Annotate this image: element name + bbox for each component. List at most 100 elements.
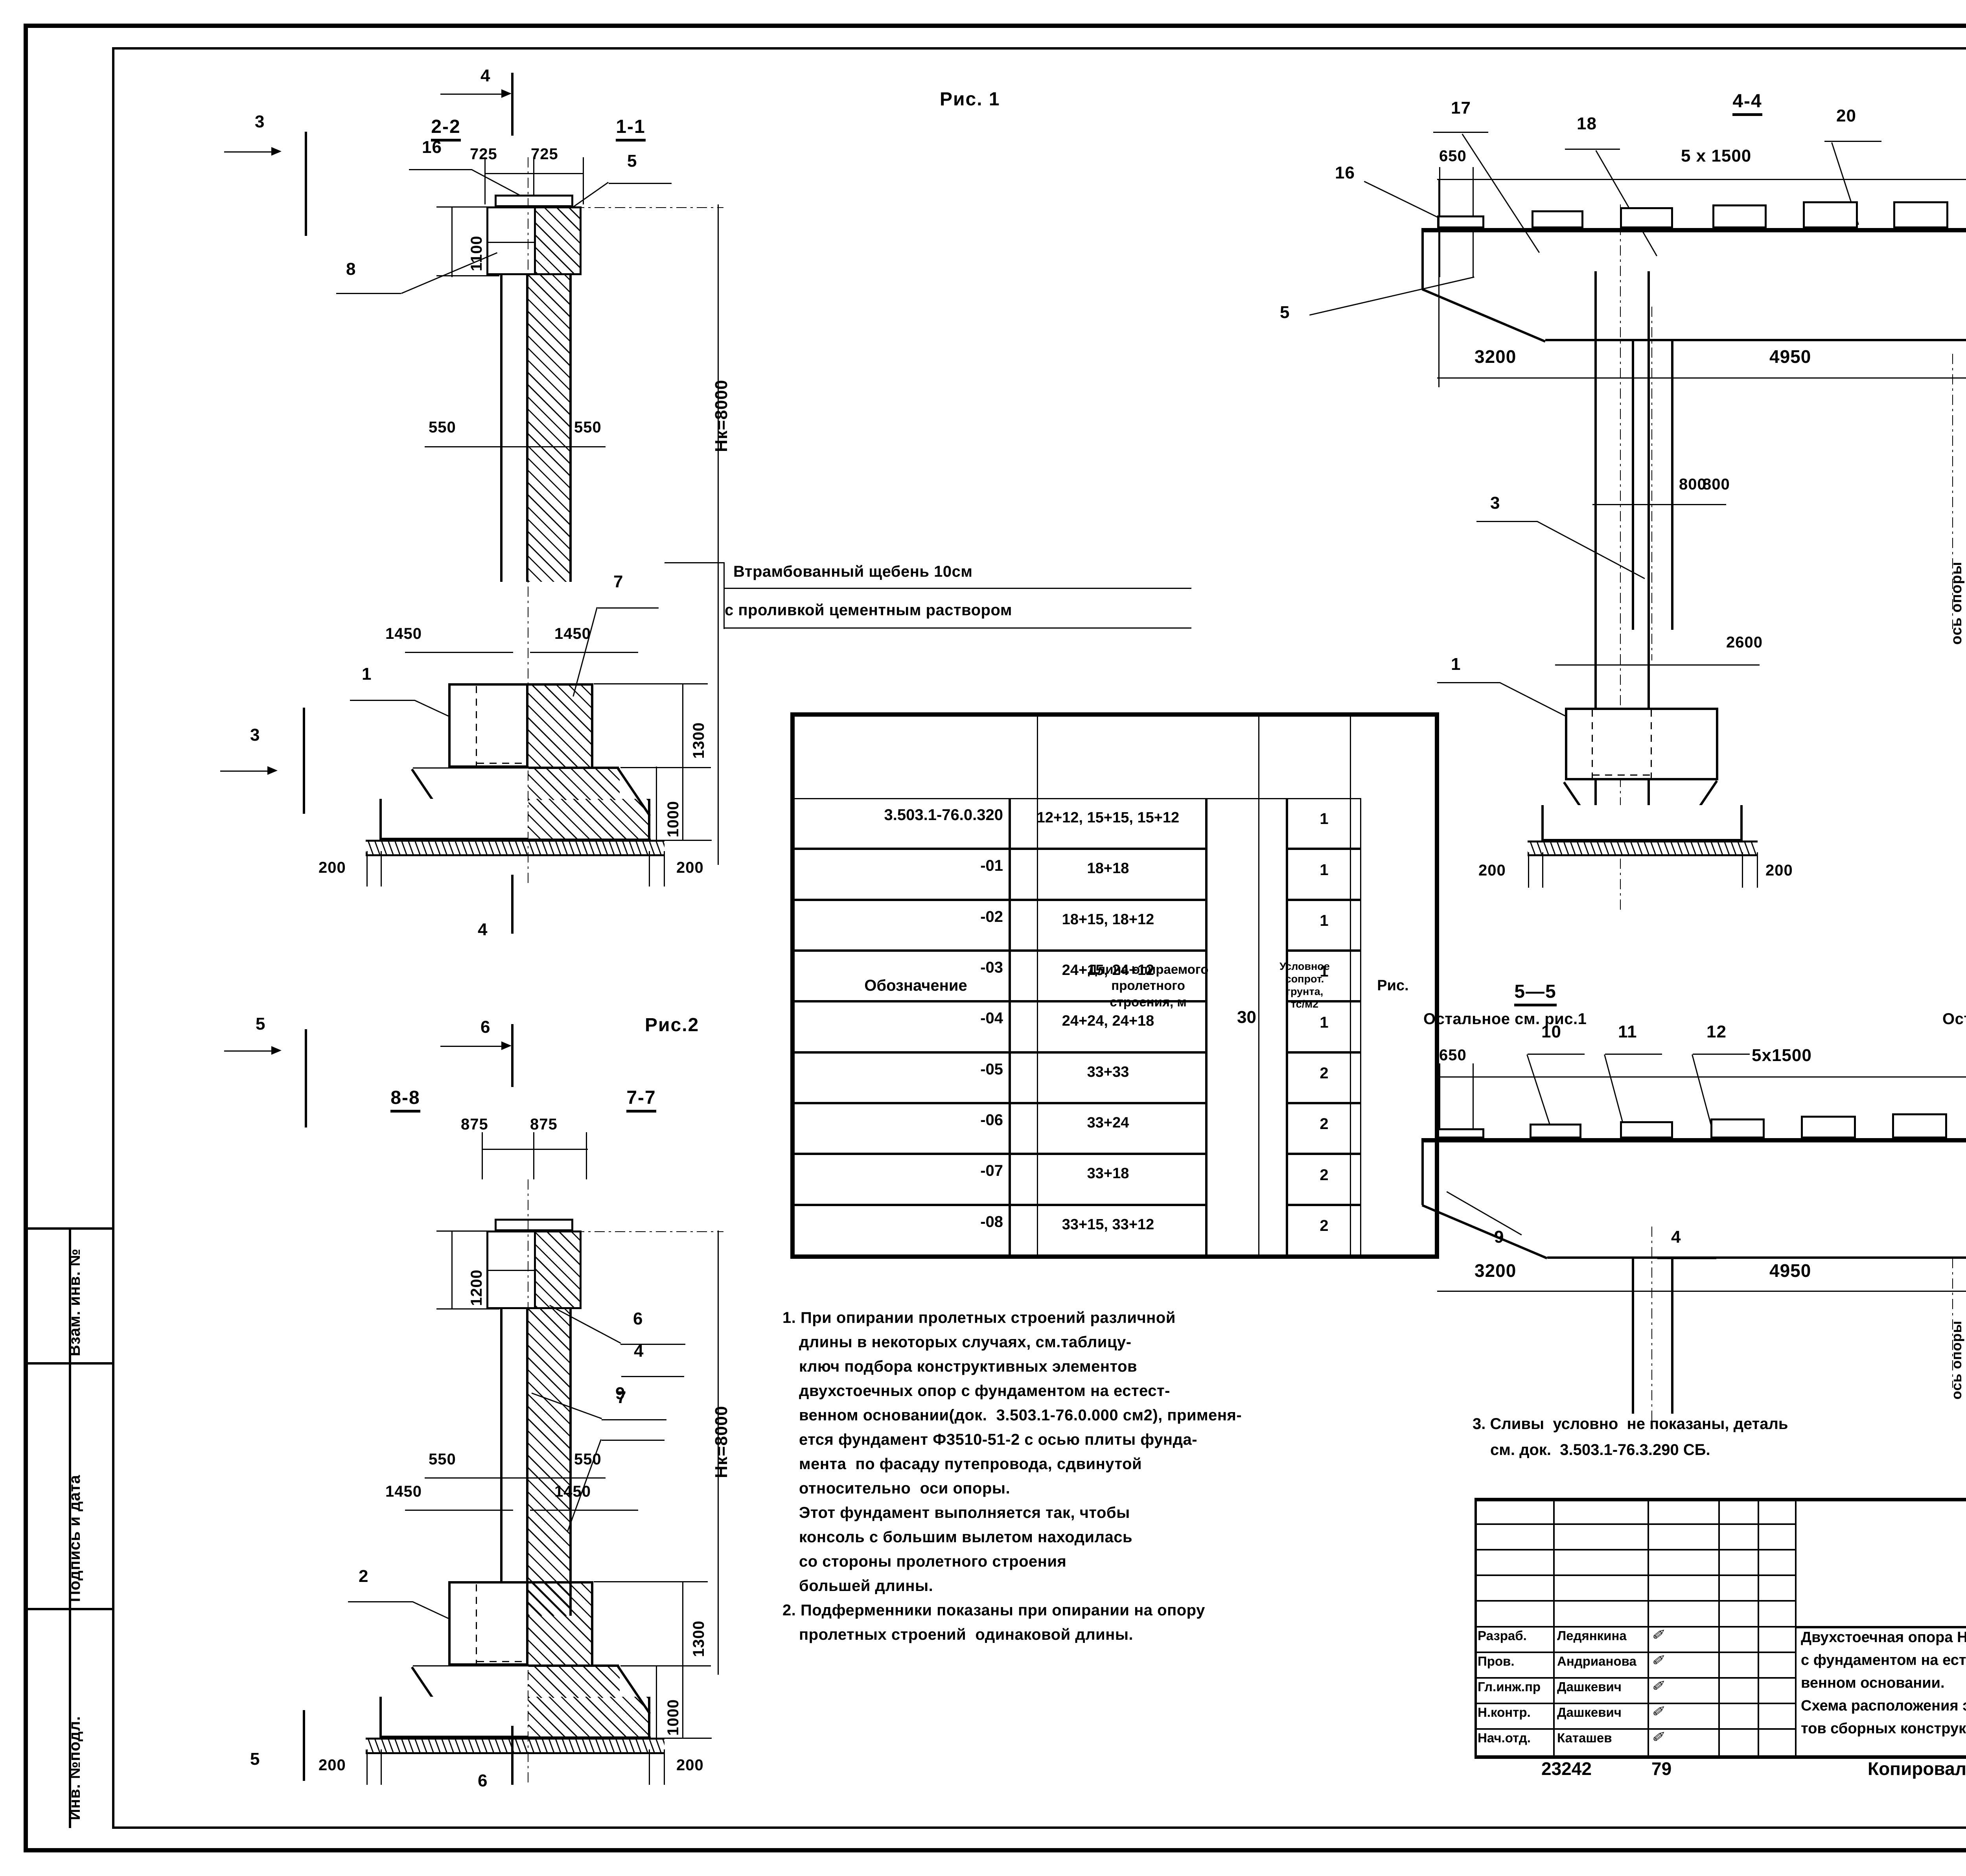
titleblock-rule	[1474, 1677, 1795, 1679]
table-cell-figure-text: 1	[1320, 861, 1329, 879]
table-cell-figure: 2	[1287, 1205, 1361, 1256]
dim-1000-fig2: 1000	[665, 1699, 682, 1736]
fig2-pedestal-dash-b	[477, 1661, 528, 1662]
sec55-pier-axis-label: ось опоры	[1948, 1320, 1964, 1400]
note-line: 2. Подферменники показаны при опирании н…	[782, 1602, 1205, 1619]
titleblock-rule	[1474, 1755, 1966, 1759]
callout-3-mid-shelf	[1476, 521, 1537, 522]
table-cell-designation: -03	[793, 951, 1010, 1002]
mid-pedestal-dash-c	[1592, 774, 1651, 776]
dim-200-mid-ext-a	[1528, 852, 1529, 888]
titleblock-rule	[1474, 1549, 1795, 1550]
callout-4-fig2: 4	[634, 1341, 644, 1361]
note-line: относительно оси опоры.	[799, 1480, 1011, 1497]
fig1-pedestal-left	[448, 683, 527, 768]
callout-18: 18	[1577, 114, 1597, 133]
callout-10-shelf	[1528, 1054, 1585, 1055]
dim-550-b: 550	[574, 419, 602, 436]
callout-7-fig1-shelf	[598, 607, 659, 609]
dim-1300-ext-top	[594, 683, 708, 684]
table-cell-soil-resistance: 30	[1206, 798, 1287, 1256]
mid-column-left	[1594, 271, 1597, 833]
titleblock-year: 79	[1651, 1758, 1672, 1779]
table-cell-figure-text: 1	[1320, 912, 1329, 930]
table-cell-designation-text: -02	[980, 908, 1003, 925]
titleblock-signature: ✐	[1651, 1627, 1664, 1643]
fig1-pedestal-hatch	[528, 683, 591, 768]
callout-5-sec44-leader	[1309, 276, 1474, 316]
section-mark-6-top: 6	[480, 1017, 491, 1037]
sec55-col1-left	[1632, 1256, 1634, 1414]
dim-875-ext-a	[482, 1132, 483, 1179]
dim-200-a-fig2: 200	[318, 1756, 346, 1774]
fig2-column-left-edge	[500, 1309, 503, 1616]
dim-875-a: 875	[461, 1116, 488, 1133]
dim-200-ext-b	[381, 851, 382, 887]
mark6t-flag	[511, 1024, 514, 1087]
sec44-pier-axis-line	[1952, 354, 1953, 629]
dim-550-a-fig2: 550	[429, 1451, 456, 1468]
table-cell-figure: 1	[1287, 849, 1361, 900]
dim-200-b-fig1: 200	[676, 859, 704, 876]
callout-9-fig2: 9	[615, 1384, 626, 1403]
fig2-pedestal-top	[528, 1581, 593, 1584]
sec55-beam-top-left	[1421, 1138, 1966, 1142]
mark3u-flag	[305, 132, 307, 236]
frame-bottom	[24, 1848, 1966, 1852]
mark3u-arrow-line	[224, 151, 279, 153]
th-soil-l3: грунта,	[1286, 986, 1324, 997]
dim-1000-fig1: 1000	[665, 801, 682, 837]
th-span-length: Длина опираемого пролетного строения, м	[1037, 715, 1260, 1256]
dim-4950-a-sec55: 4950	[1769, 1260, 1811, 1281]
th-span-l2: пролетного	[1111, 978, 1185, 993]
titleblock-role: Разраб.	[1478, 1628, 1527, 1643]
table-cell-span: 33+33	[1010, 1052, 1206, 1103]
titleblock-role: Нач.отд.	[1478, 1731, 1531, 1745]
table-cell-figure-text: 2	[1320, 1166, 1329, 1184]
titleblock-rule	[1474, 1574, 1795, 1576]
fig1-footing-base-right	[648, 799, 650, 840]
callout-8-leader	[401, 252, 498, 294]
callout-7-fig2: 7	[617, 1388, 627, 1407]
mark6b-flag	[511, 1726, 514, 1785]
titleblock-title-line: Двухстоечная опора Нк=8,0м	[1801, 1629, 1966, 1646]
mark6t-arrowhead	[501, 1041, 512, 1050]
callout-3-mid: 3	[1490, 493, 1500, 513]
callout-16-shelf	[409, 169, 472, 170]
sec44-pad-2	[1532, 210, 1583, 228]
fig1-footing-base-hatch	[528, 799, 650, 840]
callout-7-fig2-shelf	[602, 1440, 665, 1441]
dim-200-mid-ext-d	[1757, 852, 1758, 888]
callout-9-sec55: 9	[1494, 1227, 1504, 1247]
margin-label-podpis: Подпись и дата	[66, 1475, 83, 1602]
fig1-pedestal-right	[591, 683, 593, 768]
mid-footing-base	[1541, 805, 1743, 841]
fig1-cap-hatched	[534, 206, 582, 275]
dim-875-ext-c	[586, 1132, 587, 1179]
table-cell-designation: -01	[793, 849, 1010, 900]
gravel-note-underline-2	[723, 627, 1191, 629]
section-label-5-5: 5—5	[1490, 959, 1557, 1006]
margin-div-3	[24, 1608, 112, 1610]
sec44-beam-bottom-left	[1545, 339, 1966, 341]
fig2-cap-midline	[486, 1270, 535, 1271]
callout-4-sec55-shelf	[1657, 1258, 1716, 1259]
fig2-footing-top-left	[413, 1665, 529, 1666]
dim-2600-mid-line	[1555, 664, 1760, 666]
callout-1-fig1-shelf	[350, 700, 415, 701]
dim-3200-a-sec44: 3200	[1474, 346, 1517, 367]
dim-650-sec55: 650	[1439, 1047, 1467, 1064]
dim-200-mid-ext-c	[1742, 852, 1743, 888]
dim-550-b-fig2: 550	[574, 1451, 602, 1468]
titleblock-title-line: Схема расположения элемен-	[1801, 1698, 1966, 1714]
dim-hk-top-ext	[574, 207, 723, 208]
dim-1300-fig2-ext-top	[594, 1581, 708, 1582]
sec55-pad-4	[1710, 1118, 1765, 1138]
dim-1000-fig2-ext-bot	[621, 1738, 712, 1739]
table-cell-span-text: 33+33	[1087, 1063, 1129, 1080]
titleblock-rule	[1474, 1498, 1476, 1757]
sec44-col1-center	[1651, 307, 1652, 660]
callout-9-sec55-leader	[1446, 1191, 1522, 1236]
mid-pedestal	[1565, 708, 1718, 780]
section-mark-3-lower: 3	[250, 725, 260, 745]
